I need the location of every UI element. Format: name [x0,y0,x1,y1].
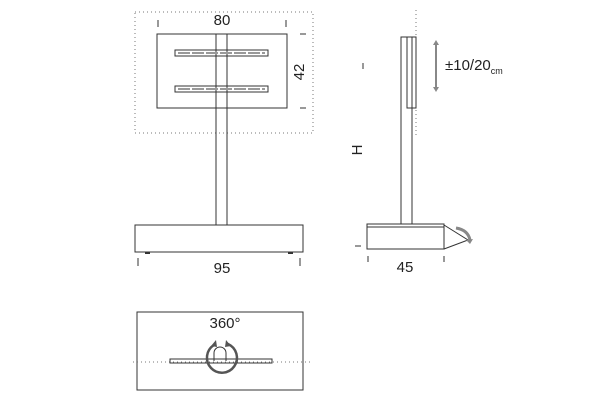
max-screen-outline [134,11,314,134]
adjust-unit: cm [491,66,503,76]
base-side [366,223,445,250]
adjust-label: ±10/20 [445,57,491,74]
rotation-label: 360° [209,315,240,332]
base [134,224,304,253]
svg-text:±10/20cm: ±10/20cm [445,57,503,76]
side-view: ±10/20cm H 45 [349,10,503,276]
bracket-top [174,49,269,57]
tilt-arrow-icon [455,226,472,241]
mount-plate-top [169,358,273,364]
pole [215,107,228,226]
mount-plate-side [406,36,417,109]
mount-plate [156,33,288,109]
width-label: 80 [214,12,231,29]
vertical-arrow-icon [433,40,439,92]
bracket-bottom [174,85,269,93]
height-h-label: H [349,145,366,156]
front-view: 80 42 95 [134,11,314,277]
depth-label: 45 [397,259,414,276]
base-width-label: 95 [214,260,231,277]
height-label: 42 [291,64,308,81]
rotate-360-icon [205,342,239,374]
base-top [136,311,304,391]
top-view: 360° [133,311,313,391]
